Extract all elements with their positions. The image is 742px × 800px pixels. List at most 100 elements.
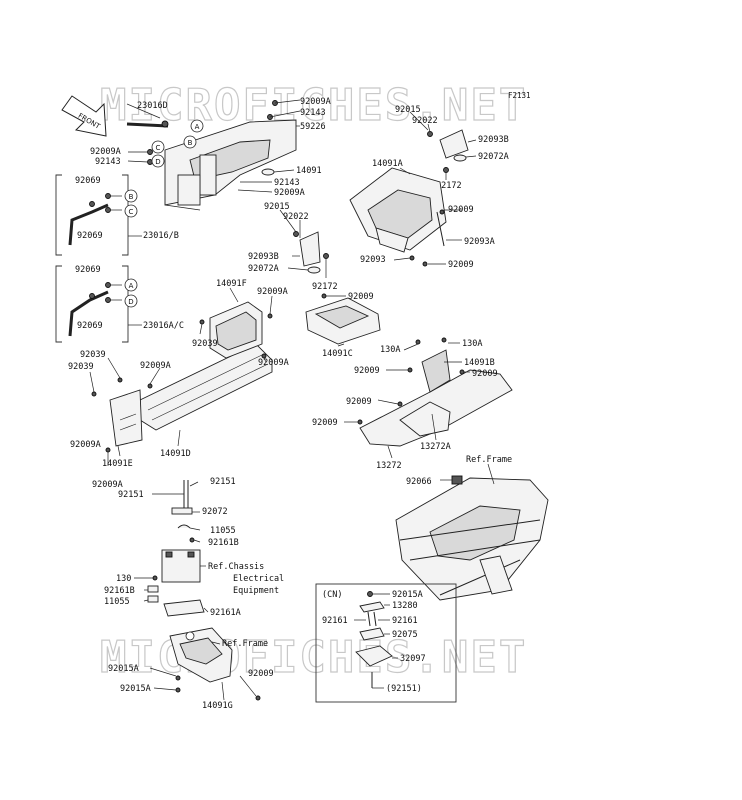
label-92009-tr1: 92009 — [448, 205, 474, 215]
label-92022-tr: 92022 — [412, 116, 438, 126]
label-23016B: 23016/B — [143, 231, 179, 241]
label-13272A: 13272A — [420, 442, 451, 452]
grommet-14091 — [261, 168, 275, 176]
svg-text:A: A — [195, 123, 200, 131]
callout-B-panel: B — [183, 135, 197, 149]
label-ref-chassis-1: Ref.Chassis — [208, 562, 264, 572]
callout-A-panel: A — [190, 119, 204, 133]
front-arrow-icon: FRONT — [61, 95, 107, 137]
label-box2-92069-bottom: 92069 — [77, 321, 103, 331]
label-14091D: 14091D — [160, 449, 191, 459]
cable-box-23016AC: A D — [55, 265, 142, 343]
label-92093A: 92093A — [464, 237, 495, 247]
label-92015-mid: 92015 — [264, 202, 290, 212]
label-92009A-f: 92009A — [257, 287, 288, 297]
cover-14091C — [305, 293, 381, 347]
label-130: 130 — [116, 574, 131, 584]
label-92009A-mid: 92009A — [274, 188, 305, 198]
label-59226: 59226 — [300, 122, 326, 132]
label-92009A-left: 92009A — [90, 147, 121, 157]
label-92015A-b: 92015A — [120, 684, 151, 694]
label-14091B: 14091B — [464, 358, 495, 368]
figure-code: F2131 — [508, 91, 531, 100]
label-cn-32097: 32097 — [400, 654, 426, 664]
label-92093B-tr: 92093B — [478, 135, 509, 145]
label-11055-a: 11055 — [210, 526, 236, 536]
label-92009-r3: 92009 — [346, 397, 372, 407]
label-14091C: 14091C — [322, 349, 353, 359]
label-92151-b: 92151 — [118, 490, 144, 500]
label-92161A: 92161A — [210, 608, 241, 618]
label-14091A: 14091A — [372, 159, 403, 169]
label-cn-92161-b: 92161 — [392, 616, 418, 626]
label-92143-mid: 92143 — [274, 178, 300, 188]
label-92009-tr2: 92009 — [448, 260, 474, 270]
bolt-92009A-left — [147, 149, 153, 155]
label-92009A-l3: 92009A — [92, 480, 123, 490]
label-92009A-l2: 92009A — [70, 440, 101, 450]
label-92009A-f2: 92009A — [258, 358, 289, 368]
dash-panel-14091 — [164, 119, 297, 211]
svg-text:A: A — [129, 282, 134, 290]
cable-box-23016B: B C — [55, 174, 142, 256]
callout-D-panel: D — [151, 154, 165, 168]
label-13272: 13272 — [376, 461, 402, 471]
floor-13272 — [344, 337, 513, 459]
svg-text:D: D — [128, 298, 133, 306]
label-92172-tr: 92172 — [436, 181, 462, 191]
label-92161B-b: 92161B — [104, 586, 135, 596]
callout-A-box2: A — [124, 278, 138, 292]
svg-text:B: B — [129, 193, 134, 201]
label-cn: (CN) — [322, 590, 342, 600]
cn-box — [315, 583, 457, 703]
label-92015-tr: 92015 — [395, 105, 421, 115]
label-ref-chassis-3: Equipment — [233, 586, 279, 596]
svg-text:C: C — [129, 208, 134, 216]
label-92009A-top: 92009A — [300, 97, 331, 107]
frame-right — [395, 463, 549, 601]
bracket-14091G — [149, 627, 261, 701]
label-14091E: 14091E — [102, 459, 133, 469]
label-92009-b: 92009 — [248, 669, 274, 679]
label-cn-13280: 13280 — [392, 601, 418, 611]
callout-C-panel: C — [151, 140, 165, 154]
callout-B-box1: B — [124, 189, 138, 203]
label-23016D: 23016D — [137, 101, 168, 111]
label-cn-92075: 92075 — [392, 630, 418, 640]
watermark-top: MICROFICHES.NET — [100, 80, 527, 131]
callout-D-box2: D — [124, 294, 138, 308]
bracket-92093B-tr — [409, 111, 477, 180]
label-130A-a: 130A — [380, 345, 400, 355]
svg-text:D: D — [155, 158, 160, 166]
label-box2-92069-top: 92069 — [75, 265, 101, 275]
svg-text:C: C — [156, 144, 161, 152]
label-box1-92069-bottom: 92069 — [77, 231, 103, 241]
label-ref-chassis-2: Electrical — [233, 574, 284, 584]
callout-C-box1: C — [124, 204, 138, 218]
bracket-92093B-mid — [279, 209, 329, 278]
cable-23016D — [126, 120, 169, 128]
label-92143-top: 92143 — [300, 108, 326, 118]
label-ref-frame-bottom: Ref.Frame — [222, 639, 268, 649]
label-14091F: 14091F — [216, 279, 247, 289]
label-92009-r1: 92009 — [354, 366, 380, 376]
label-23016AC: 23016A/C — [143, 321, 184, 331]
label-ref-frame-right: Ref.Frame — [466, 455, 512, 465]
label-92015A-a: 92015A — [108, 664, 139, 674]
cover-14091A — [349, 167, 462, 267]
label-14091G: 14091G — [202, 701, 233, 711]
label-92039-a: 92039 — [80, 350, 106, 360]
panel-14091D — [89, 287, 273, 466]
label-cn-92151: (92151) — [386, 684, 422, 694]
label-92161B-a: 92161B — [208, 538, 239, 548]
label-11055-b: 11055 — [104, 597, 130, 607]
battery-assembly — [134, 480, 209, 617]
label-box1-92069-top: 92069 — [75, 176, 101, 186]
label-cn-92015A: 92015A — [392, 590, 423, 600]
label-92009-r4: 92009 — [312, 418, 338, 428]
label-92072-b: 92072 — [202, 507, 228, 517]
label-92093B-mid: 92093B — [248, 252, 279, 262]
label-92039-mid: 92039 — [192, 339, 218, 349]
label-92172-mid: 92172 — [312, 282, 338, 292]
